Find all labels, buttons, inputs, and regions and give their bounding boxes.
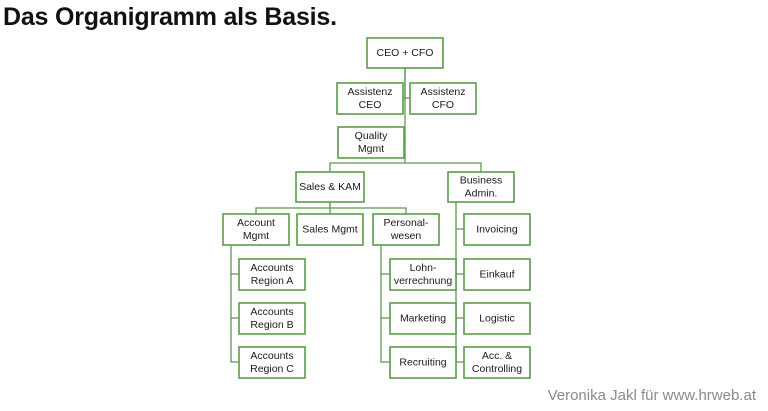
org-node-label: Region B: [250, 319, 293, 331]
connector-business-admin-to-logistic: [455, 274, 464, 319]
org-node-ceo-cfo: CEO + CFO: [366, 37, 444, 69]
connector-business-admin-to-invoicing: [455, 202, 464, 230]
org-node-label: Acc. &: [482, 350, 512, 362]
connector-ceo-cfo-to-sales-kam: [329, 142, 406, 172]
org-node-label: Account: [237, 217, 275, 229]
connector-personalwesen-to-recruiting: [380, 318, 390, 363]
connector-business-admin-to-acc-controlling: [455, 318, 464, 363]
org-node-logistic: Logistic: [463, 302, 531, 335]
connector-account-mgmt-to-accounts-region-a: [230, 245, 239, 275]
connector-sales-kam-to-personalwesen: [330, 207, 407, 214]
org-node-marketing: Marketing: [389, 302, 457, 335]
org-node-lohnverrechnung: Lohn-verrechnung: [389, 258, 457, 291]
org-node-box: [336, 82, 404, 115]
connector-sales-kam-to-account-mgmt: [255, 202, 331, 214]
org-node-label: Quality: [355, 130, 388, 142]
org-node-label: Recruiting: [399, 357, 446, 369]
org-node-label: Einkauf: [479, 269, 514, 281]
org-node-invoicing: Invoicing: [463, 213, 531, 246]
org-node-label: Business: [460, 175, 503, 187]
org-node-label: CEO + CFO: [377, 47, 434, 59]
org-node-label: Region C: [250, 363, 294, 375]
connector-account-mgmt-to-accounts-region-c: [230, 318, 239, 363]
connector-personalwesen-to-lohnverrechnung: [380, 245, 390, 275]
org-node-label: Accounts: [250, 350, 293, 362]
org-node-personalwesen: Personal-wesen: [372, 213, 440, 246]
org-node-label: Accounts: [250, 262, 293, 274]
org-chart-connectors: [230, 68, 482, 363]
page-title: Das Organigramm als Basis.: [3, 3, 337, 31]
org-node-label: Controlling: [472, 363, 522, 375]
org-node-box: [296, 213, 364, 246]
org-node-label: Sales Mgmt: [302, 224, 358, 236]
org-node-label: Accounts: [250, 306, 293, 318]
org-node-box: [463, 213, 531, 246]
org-node-label: wesen: [390, 230, 422, 242]
org-node-label: Assistenz: [348, 86, 393, 98]
org-node-box: [238, 258, 306, 291]
org-node-box: [389, 302, 457, 335]
org-node-box: [295, 171, 365, 203]
org-node-label: Invoicing: [476, 224, 518, 236]
org-node-label: Admin.: [465, 188, 498, 200]
org-node-label: CEO: [359, 99, 382, 111]
org-node-sales-mgmt: Sales Mgmt: [296, 213, 364, 246]
org-node-label: Assistenz: [421, 86, 466, 98]
org-node-box: [337, 126, 405, 159]
org-node-label: Lohn-: [410, 262, 437, 274]
org-chart-nodes: CEO + CFOAssistenzCEOAssistenzCFOQuality…: [222, 37, 531, 379]
org-node-box: [238, 302, 306, 335]
org-node-label: CFO: [432, 99, 454, 111]
org-node-acc-controlling: Acc. &Controlling: [463, 346, 531, 379]
connector-business-admin-to-einkauf: [455, 229, 464, 275]
connector-account-mgmt-to-accounts-region-b: [230, 274, 239, 319]
org-node-box: [372, 213, 440, 246]
org-node-box: [463, 258, 531, 291]
connector-personalwesen-to-marketing: [380, 274, 390, 319]
connector-ceo-cfo-to-business-admin: [405, 162, 482, 172]
org-node-box: [389, 346, 457, 379]
org-node-box: [222, 213, 290, 246]
org-node-box: [238, 346, 306, 379]
org-node-label: Marketing: [400, 313, 446, 325]
org-node-sales-kam: Sales & KAM: [295, 171, 365, 203]
org-node-box: [447, 171, 515, 203]
org-node-box: [463, 302, 531, 335]
org-node-label: Mgmt: [243, 230, 269, 242]
org-node-label: Logistic: [479, 313, 515, 325]
org-node-label: verrechnung: [394, 275, 453, 287]
org-node-box: [463, 346, 531, 379]
author-credit: Veronika Jakl für www.hrweb.at: [547, 387, 756, 404]
org-node-recruiting: Recruiting: [389, 346, 457, 379]
org-node-einkauf: Einkauf: [463, 258, 531, 291]
org-node-label: Region A: [251, 275, 294, 287]
org-node-box: [366, 37, 444, 69]
org-node-label: Mgmt: [358, 143, 384, 155]
org-node-box: [389, 258, 457, 291]
org-node-label: Sales & KAM: [299, 181, 361, 193]
org-node-box: [409, 82, 477, 115]
org-node-label: Personal-: [384, 217, 429, 229]
